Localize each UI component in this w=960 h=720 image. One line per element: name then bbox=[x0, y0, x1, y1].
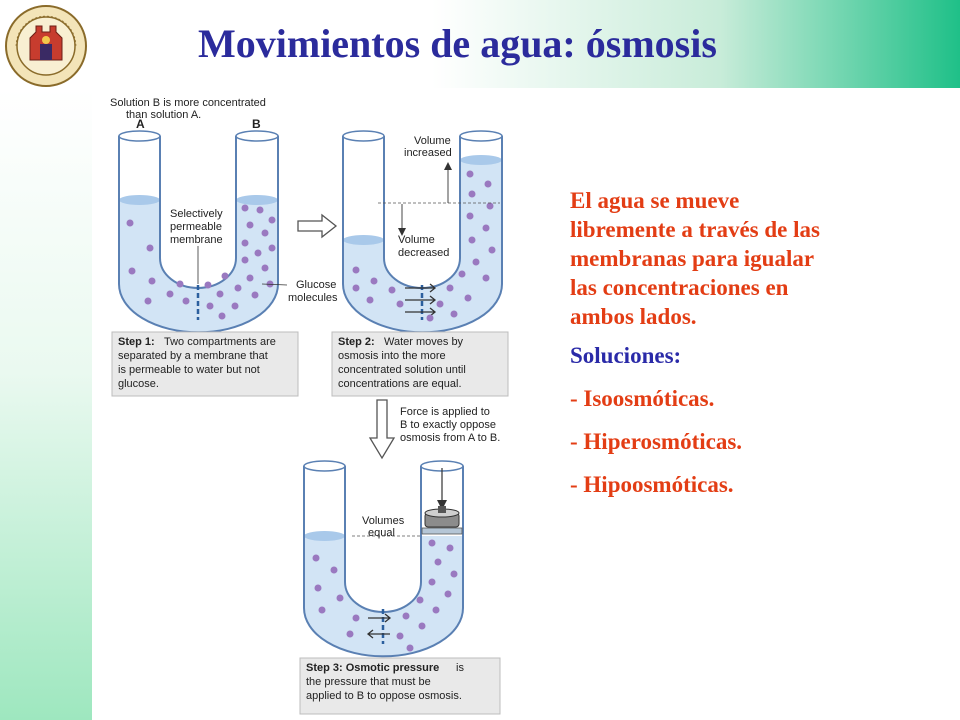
left-gradient-band bbox=[0, 88, 92, 720]
step-3-title: Step 3: Osmotic pressure bbox=[306, 662, 439, 674]
volume-decreased-line-2: decreased bbox=[398, 247, 449, 259]
description-line-4: las concentraciones en bbox=[570, 275, 789, 300]
step-2-line-4: concentrations are equal. bbox=[338, 378, 462, 390]
osmosis-diagram: Solution B is more concentrated than sol… bbox=[110, 97, 509, 715]
volume-increased-line-2: increased bbox=[404, 147, 452, 159]
step-3-box bbox=[299, 657, 501, 715]
step-2-line-2: osmosis into the more bbox=[338, 350, 446, 362]
step-1-line-1: Two compartments are bbox=[164, 336, 276, 348]
volume-increased-line-1: Volume bbox=[414, 135, 451, 147]
text-panel: El agua se mueve libremente a través de … bbox=[570, 186, 950, 499]
university-seal-logo bbox=[5, 5, 87, 87]
u-tube-step-3 bbox=[303, 460, 464, 658]
solution-item-hypoosmotic: - Hipoosmóticas. bbox=[570, 472, 734, 497]
solution-step-3 bbox=[304, 536, 463, 657]
step-2-line-1: Water moves by bbox=[384, 336, 464, 348]
volumes-equal-line-1: Volumes bbox=[362, 515, 405, 527]
description-line-1: El agua se mueve bbox=[570, 188, 740, 213]
step-1-box bbox=[111, 331, 299, 397]
glucose-label-1: Glucose bbox=[296, 279, 336, 291]
volume-decreased-line-1: Volume bbox=[398, 234, 435, 246]
solution-step-2 bbox=[343, 160, 502, 333]
membrane-label-3: membrane bbox=[170, 234, 223, 246]
description-line-3: membranas para igualar bbox=[570, 246, 815, 271]
slide-title: Movimientos de agua: ósmosis bbox=[198, 21, 717, 66]
u-tube-step-2 bbox=[342, 130, 503, 334]
step-3-line-1: is bbox=[456, 662, 464, 674]
force-line-2: B to exactly oppose bbox=[400, 419, 496, 431]
step-1-line-4: glucose. bbox=[118, 378, 159, 390]
step-2-box bbox=[331, 331, 509, 397]
header-band bbox=[0, 0, 960, 88]
step-3-line-3: applied to B to oppose osmosis. bbox=[306, 690, 462, 702]
solution-step-1 bbox=[119, 200, 278, 333]
description-line-5: ambos lados. bbox=[570, 304, 697, 329]
solution-note-line-1: Solution B is more concentrated bbox=[110, 97, 266, 109]
membrane-label-2: permeable bbox=[170, 221, 222, 233]
membrane-label-1: Selectively bbox=[170, 208, 223, 220]
volumes-equal-line-2: equal bbox=[368, 527, 395, 539]
step-1-title: Step 1: bbox=[118, 336, 155, 348]
label-a: A bbox=[136, 117, 145, 131]
force-line-1: Force is applied to bbox=[400, 406, 490, 418]
step-1-line-2: separated by a membrane that bbox=[118, 350, 268, 362]
step-3-line-2: the pressure that must be bbox=[306, 676, 431, 688]
solution-item-isoosmotic: - Isoosmóticas. bbox=[570, 386, 715, 411]
description-line-2: libremente a través de las bbox=[570, 217, 820, 242]
glucose-label-2: molecules bbox=[288, 292, 338, 304]
arrow-right-icon bbox=[297, 213, 338, 239]
step-2-title: Step 2: bbox=[338, 336, 375, 348]
solution-item-hyperosmotic: - Hiperosmóticas. bbox=[570, 429, 743, 454]
step-1-line-3: is permeable to water but not bbox=[118, 364, 260, 376]
label-b: B bbox=[252, 117, 261, 131]
force-line-3: osmosis from A to B. bbox=[400, 432, 500, 444]
step-2-line-3: concentrated solution until bbox=[338, 364, 466, 376]
u-tube-step-1 bbox=[118, 130, 279, 334]
solutions-heading: Soluciones: bbox=[570, 343, 682, 368]
solution-note-line-2: than solution A. bbox=[126, 109, 201, 121]
arrow-down-icon bbox=[368, 399, 396, 460]
